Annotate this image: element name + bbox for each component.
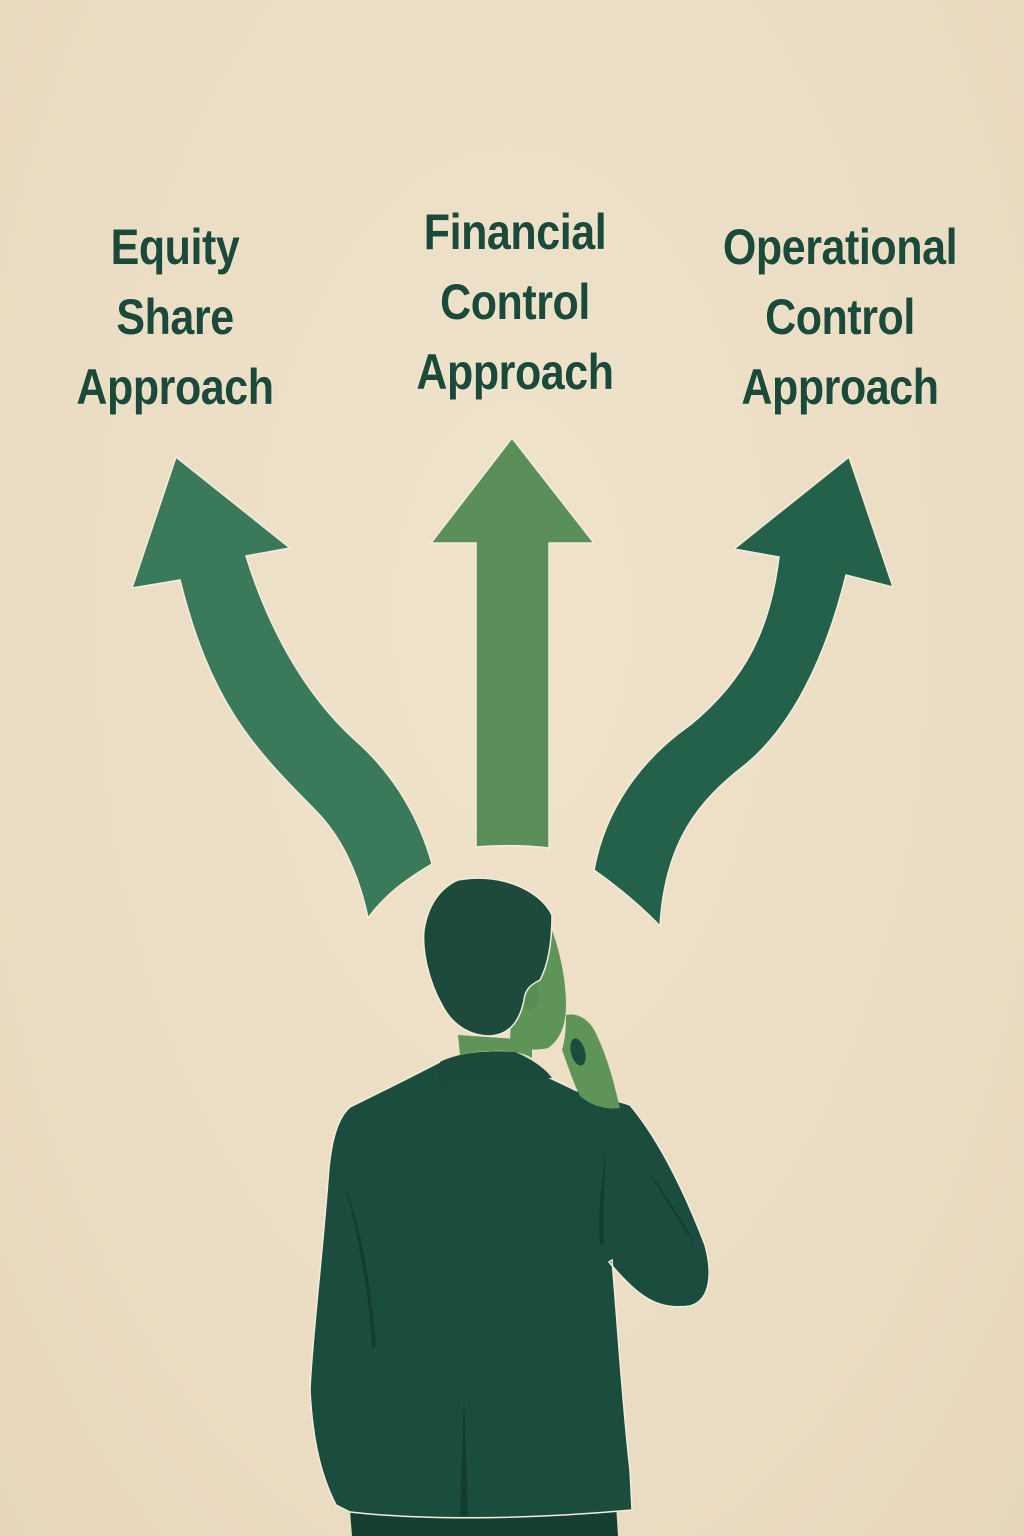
operational-control-approach-label: Operational Control Approach <box>685 212 995 422</box>
label-line: Operational <box>722 219 958 275</box>
label-line: Approach <box>741 359 939 415</box>
finger-shadow <box>570 1038 586 1066</box>
label-line: Approach <box>416 344 614 400</box>
thinking-man-figure <box>309 877 710 1536</box>
hair <box>422 877 553 1037</box>
label-line: Approach <box>76 359 274 415</box>
label-line: Control <box>765 289 915 345</box>
label-line: Share <box>116 289 234 345</box>
arrow-up-right-icon <box>593 455 895 928</box>
equity-share-approach-label: Equity Share Approach <box>42 212 309 422</box>
arrow-up-icon <box>429 436 596 849</box>
hand-on-chin <box>562 1014 620 1109</box>
label-line: Control <box>440 274 590 330</box>
sleeve-crease <box>648 1170 695 1245</box>
jacket-fold <box>345 1185 376 1350</box>
jacket-seam <box>599 1150 606 1245</box>
label-line: Financial <box>423 204 607 260</box>
collar <box>437 1051 552 1085</box>
suit-jacket <box>309 1054 710 1519</box>
jacket-vent <box>460 1395 468 1515</box>
financial-control-approach-label: Financial Control Approach <box>382 197 649 407</box>
label-line: Equity <box>110 219 240 275</box>
arrow-up-left-icon <box>130 455 433 920</box>
